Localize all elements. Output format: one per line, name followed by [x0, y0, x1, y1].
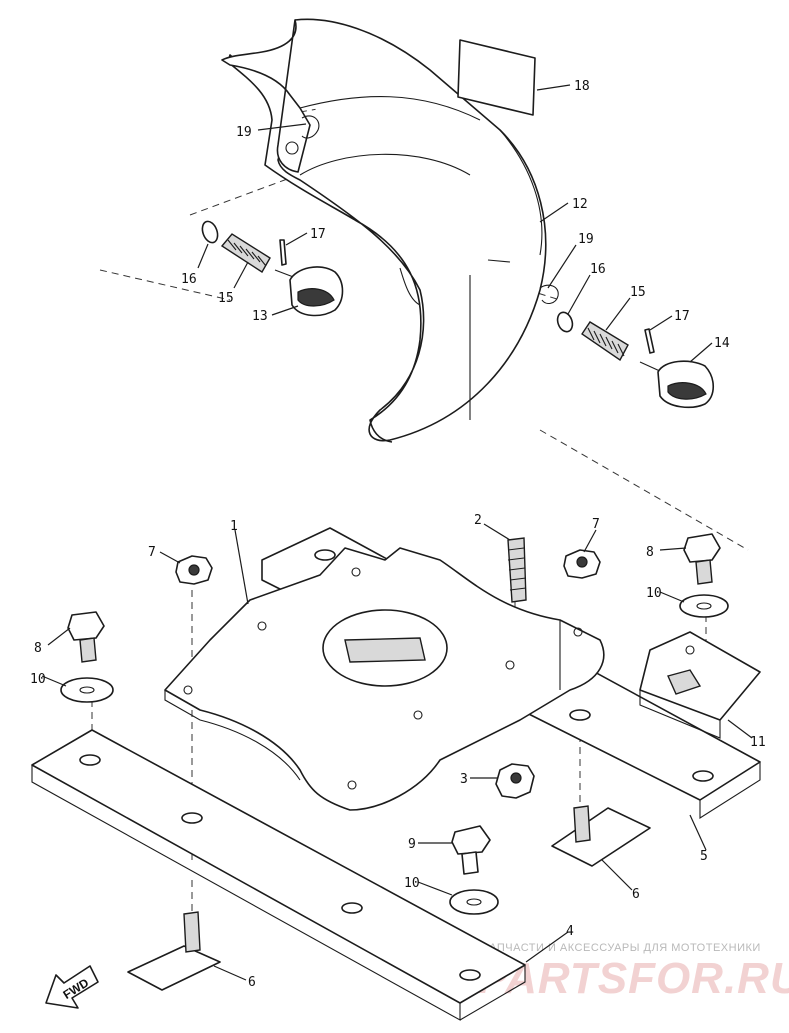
- nut-part-7-left: [175, 555, 213, 585]
- callout-7-left: 7: [148, 545, 156, 560]
- clip-part-19-upper: [301, 115, 320, 139]
- knob-part-13: [274, 266, 344, 317]
- bolt-part-9: [451, 825, 491, 875]
- callout-17-left: 17: [310, 227, 326, 242]
- spring-part-15-right: [581, 321, 629, 362]
- callout-1: 1: [230, 519, 238, 534]
- watermark-brand: PARTSFOR.RU: [478, 954, 789, 1003]
- label-plate-part-18: [457, 39, 536, 116]
- clamp-part-6-left: [127, 911, 221, 991]
- callout-14: 14: [714, 336, 730, 351]
- callout-16-left: 16: [181, 272, 197, 287]
- clamp-part-6-right: [551, 805, 651, 867]
- nut-part-3: [495, 763, 535, 799]
- cowl-part-12: [221, 18, 547, 443]
- leader-lines: [41, 84, 753, 981]
- washer-part-10-right: [679, 594, 729, 618]
- callout-7-right: 7: [592, 517, 600, 532]
- washer-part-10-mid: [449, 889, 499, 915]
- stud-part-2: [507, 537, 527, 603]
- callout-10-mid: 10: [404, 876, 420, 891]
- callout-13: 13: [252, 309, 268, 324]
- washer-part-16-left: [201, 220, 219, 244]
- fwd-arrow-icon: FWD: [45, 965, 99, 1009]
- callout-10-left: 10: [30, 672, 46, 687]
- callout-19-upper: 19: [236, 125, 252, 140]
- callout-4: 4: [566, 924, 574, 939]
- callout-15-right: 15: [630, 285, 646, 300]
- callout-18: 18: [574, 79, 590, 94]
- watermark-tagline: ЗАПЧАСТИ И АКСЕССУАРЫ ДЛЯ МОТОТЕХНИКИ: [482, 942, 761, 954]
- callout-labels: 18 19 12 16 15 17 13 19 16 15 17 14 1 2 …: [30, 79, 766, 990]
- rail-part-4: [31, 729, 526, 1021]
- spring-part-15-left: [220, 233, 271, 273]
- callout-15-left: 15: [218, 291, 234, 306]
- callout-2: 2: [474, 513, 482, 528]
- callout-10-right: 10: [646, 586, 662, 601]
- bolt-part-8-right: [683, 533, 721, 585]
- pin-part-17-left: [279, 239, 287, 266]
- bracket-part-1: [164, 547, 605, 811]
- bracket-part-11: [639, 631, 761, 739]
- callout-19-right: 19: [578, 232, 594, 247]
- clip-part-19-right: [539, 284, 559, 305]
- callout-6-left: 6: [248, 975, 256, 990]
- callout-9: 9: [408, 837, 416, 852]
- callout-3: 3: [460, 772, 468, 787]
- washer-part-10-left: [60, 677, 114, 703]
- callout-12: 12: [572, 197, 588, 212]
- callout-8-left: 8: [34, 641, 42, 656]
- washer-part-16-right: [556, 311, 574, 333]
- watermark: ЗАПЧАСТИ И АКСЕССУАРЫ ДЛЯ МОТОТЕХНИКИ PA…: [478, 942, 789, 1003]
- callout-5: 5: [700, 849, 708, 864]
- callout-16-right: 16: [590, 262, 606, 277]
- callout-6-right: 6: [632, 887, 640, 902]
- knob-part-14: [639, 360, 715, 409]
- callout-8-right: 8: [646, 545, 654, 560]
- callout-11: 11: [750, 735, 766, 750]
- nut-part-7-right: [563, 549, 601, 579]
- bolt-part-8-left: [67, 611, 105, 663]
- callout-17-right: 17: [674, 309, 690, 324]
- pin-part-17-right: [644, 328, 655, 354]
